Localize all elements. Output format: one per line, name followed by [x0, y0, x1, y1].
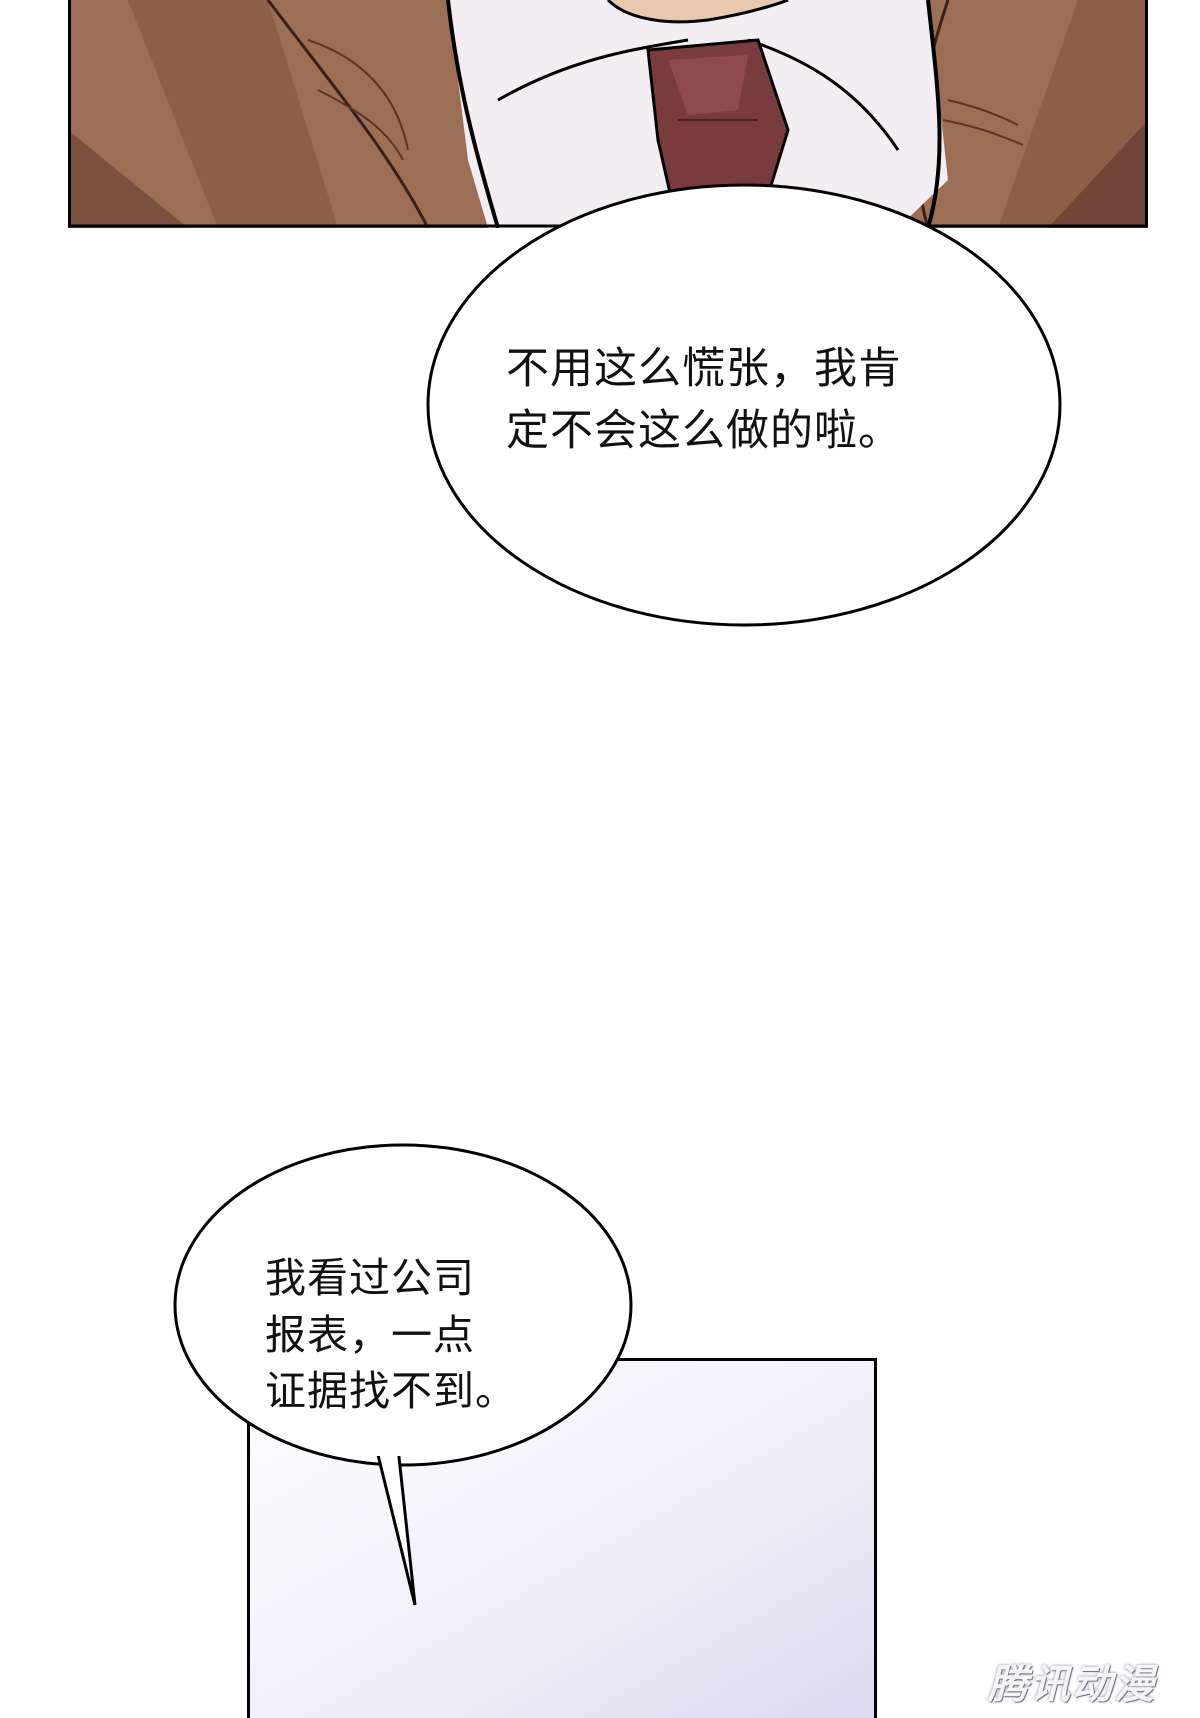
speech-line: 定不会这么做的啦。 [506, 400, 976, 462]
watermark-logo: 腾讯动漫 [988, 1652, 1156, 1710]
speech-line: 不用这么慌张，我肯 [506, 338, 976, 400]
top-comic-panel [68, 0, 1148, 228]
suit-illustration [68, 0, 1148, 228]
speech-bubble-1-text: 不用这么慌张，我肯 定不会这么做的啦。 [506, 338, 976, 463]
speech-line: 我看过公司 [265, 1250, 525, 1307]
speech-line: 报表，一点 [265, 1307, 525, 1364]
speech-line: 证据找不到。 [265, 1363, 525, 1420]
speech-bubble-2-text: 我看过公司 报表，一点 证据找不到。 [265, 1250, 525, 1420]
